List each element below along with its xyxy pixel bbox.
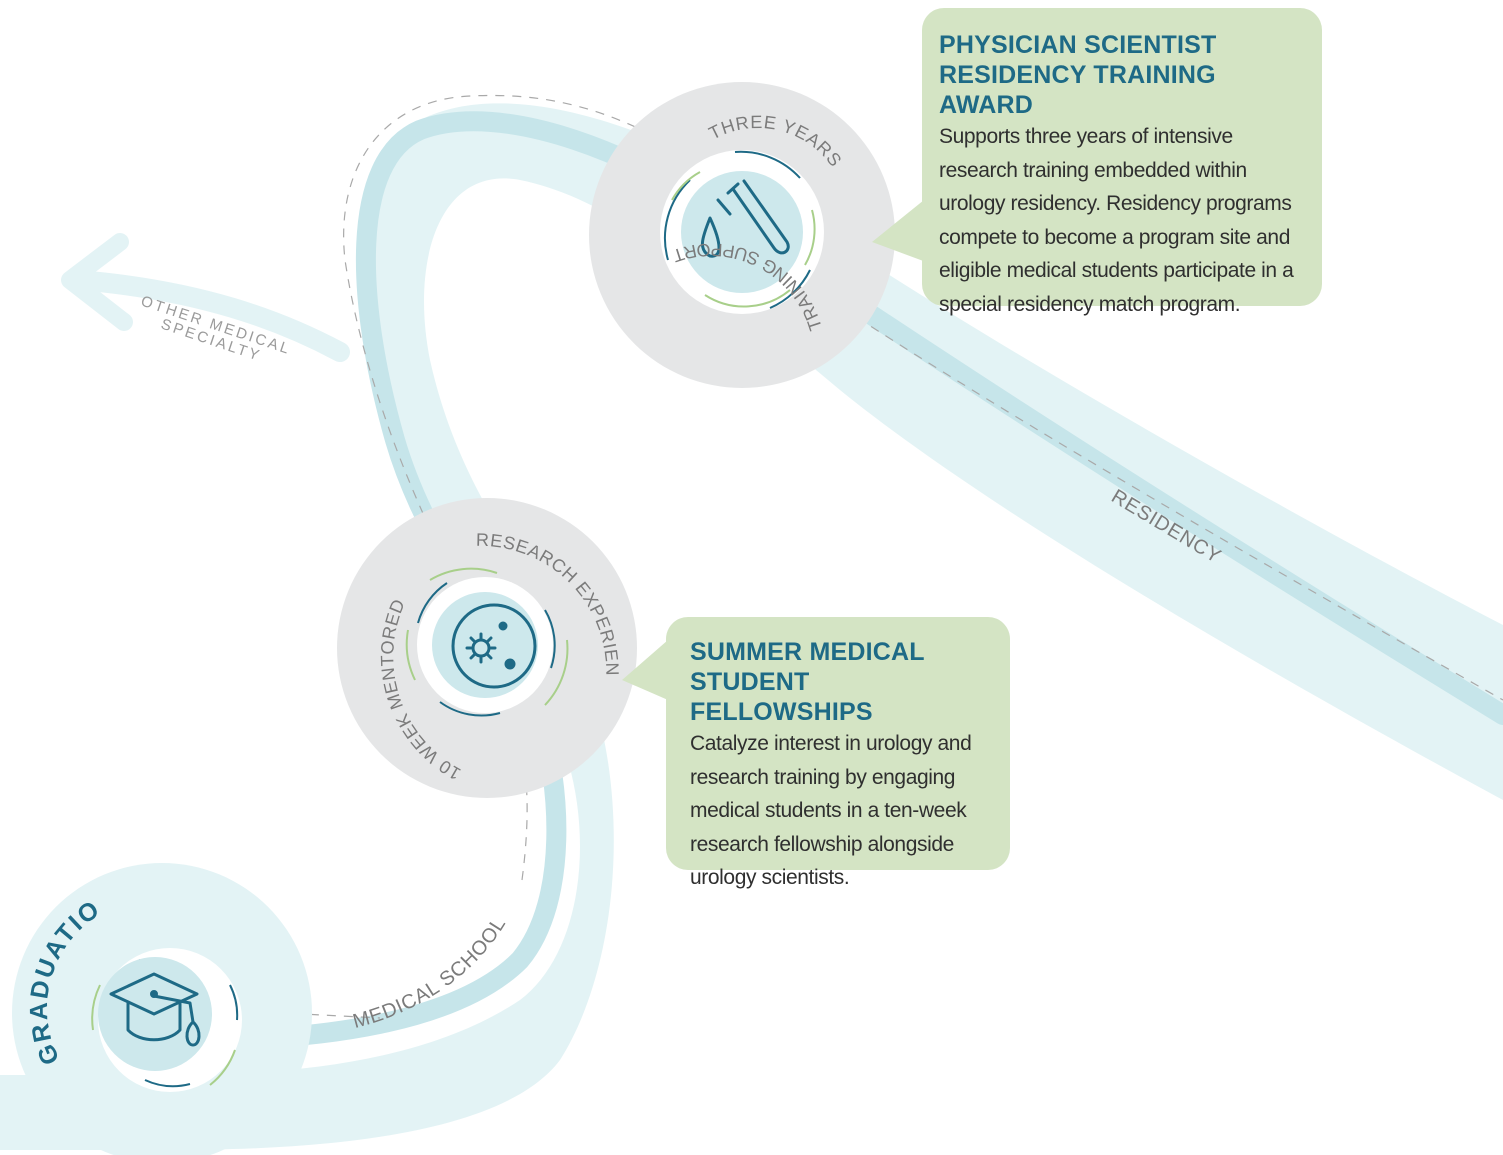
physician-callout-body: Supports three years of intensive resear… [939, 125, 1294, 316]
graduation-label: GRADUATION [0, 0, 104, 1069]
other-specialty-arrow [61, 233, 350, 362]
summer-callout-title: SUMMER MEDICAL STUDENT FELLOWSHIPS [690, 637, 996, 727]
summer-callout-pointer [622, 640, 668, 700]
summer-title-line2: STUDENT FELLOWSHIPS [690, 668, 873, 726]
summer-fellowship-callout: SUMMER MEDICAL STUDENT FELLOWSHIPS Catal… [666, 617, 1010, 889]
physician-scientist-callout: PHYSICIAN SCIENTIST RESIDENCY TRAINING A… [922, 8, 1322, 316]
summer-icon-circle [432, 592, 538, 698]
svg-text:GRADUATION: GRADUATION [0, 0, 106, 1069]
physician-callout-pointer [872, 200, 926, 262]
graduation-cap-icon [109, 972, 201, 1047]
microbe-petri-dish-icon [451, 603, 537, 689]
physician-title-line2: RESIDENCY TRAINING AWARD [939, 61, 1216, 119]
main-track [190, 111, 1503, 1050]
test-tube-drop-icon [701, 179, 790, 258]
graduation-node: GRADUATION [0, 0, 312, 1155]
physician-scientist-node: THREE YEARS TRAINING SUPPORT [589, 82, 895, 388]
physician-title-line1: PHYSICIAN SCIENTIST [939, 31, 1217, 59]
physician-icon-circle [681, 171, 803, 293]
physician-callout-title: PHYSICIAN SCIENTIST RESIDENCY TRAINING A… [939, 30, 1306, 120]
summer-callout-body: Catalyze interest in urology and researc… [690, 732, 972, 889]
summer-title-line1: SUMMER MEDICAL [690, 638, 925, 666]
